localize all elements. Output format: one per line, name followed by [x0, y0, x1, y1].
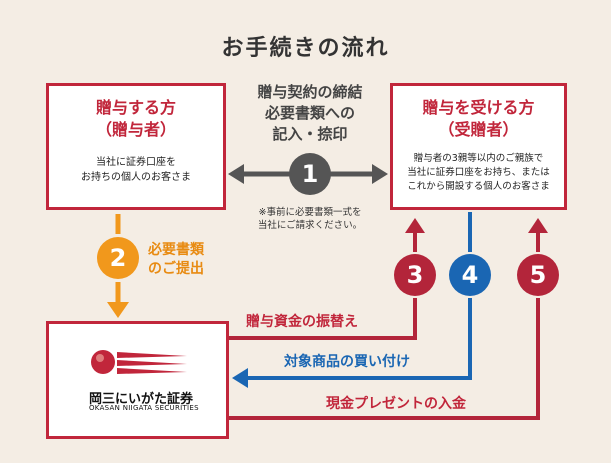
step2-line1: 必要書類 — [148, 242, 204, 258]
step4-line-lower — [245, 298, 472, 380]
step1-line3: 記入・捺印 — [272, 125, 348, 143]
giver-desc-line2: お持ちの個人のお客さま — [81, 172, 191, 183]
step2-number-badge: 2 — [97, 237, 139, 279]
receiver-desc-line1: 贈与者の3親等以内のご親族で — [413, 153, 544, 164]
receiver-desc-line3: これから開設する個人のお客さま — [407, 181, 550, 192]
step1-line2: 必要書類への — [264, 104, 355, 122]
page-title: お手続きの流れ — [221, 36, 390, 61]
step5-line-lower — [229, 298, 540, 420]
step5-number-badge: 5 — [517, 254, 559, 296]
giver-title-line1: 贈与する方 — [95, 98, 176, 117]
step4-label: 対象商品の買い付け — [284, 354, 410, 370]
step2-label: 必要書類 のご提出 — [148, 241, 204, 279]
company-box: 岡三にいがた証券 OKASAN NIIGATA SECURITIES — [46, 321, 229, 439]
company-name: 岡三にいがた証券 — [89, 392, 194, 407]
step1-arrow-right-head — [372, 164, 388, 184]
step4-number-badge: 4 — [449, 254, 491, 296]
receiver-title-line1: 贈与を受ける方 — [422, 98, 535, 117]
receiver-box: 贈与を受ける方 （受贈者） 贈与者の3親等以内のご親族で 当社に証券口座をお持ち… — [390, 83, 567, 210]
step5-arrow-head — [528, 218, 548, 233]
step3-arrow-head — [405, 218, 425, 233]
step1-number-badge: 1 — [289, 153, 331, 195]
step3-label: 贈与資金の振替え — [246, 314, 358, 330]
giver-title-line2: （贈与者） — [95, 120, 176, 139]
step5-label: 現金プレゼントの入金 — [326, 396, 466, 412]
giver-box: 贈与する方 （贈与者） 当社に証券口座を お持ちの個人のお客さま — [46, 83, 226, 210]
step1-note-line2: 当社にご請求ください。 — [257, 220, 363, 231]
step2-arrow-head — [107, 302, 129, 318]
step1-text: 贈与契約の締結 必要書類への 記入・捺印 — [240, 82, 380, 145]
step1-note: ※事前に必要書類一式を 当社にご請求ください。 — [240, 206, 380, 232]
step2-line2: のご提出 — [148, 261, 204, 277]
step3-number-badge: 3 — [394, 254, 436, 296]
step1-arrow-left-head — [228, 164, 244, 184]
okasan-logo-icon — [91, 350, 187, 374]
company-name-en: OKASAN NIIGATA SECURITIES — [89, 404, 199, 412]
giver-desc-line1: 当社に証券口座を — [96, 157, 176, 168]
step1-note-line1: ※事前に必要書類一式を — [258, 207, 362, 218]
step3-line-lower — [229, 298, 417, 340]
step1-line1: 贈与契約の締結 — [257, 83, 363, 101]
step4-arrow-head — [232, 368, 248, 388]
receiver-desc-line2: 当社に証券口座をお持ち、または — [407, 167, 550, 178]
receiver-title-line2: （受贈者） — [438, 120, 519, 139]
